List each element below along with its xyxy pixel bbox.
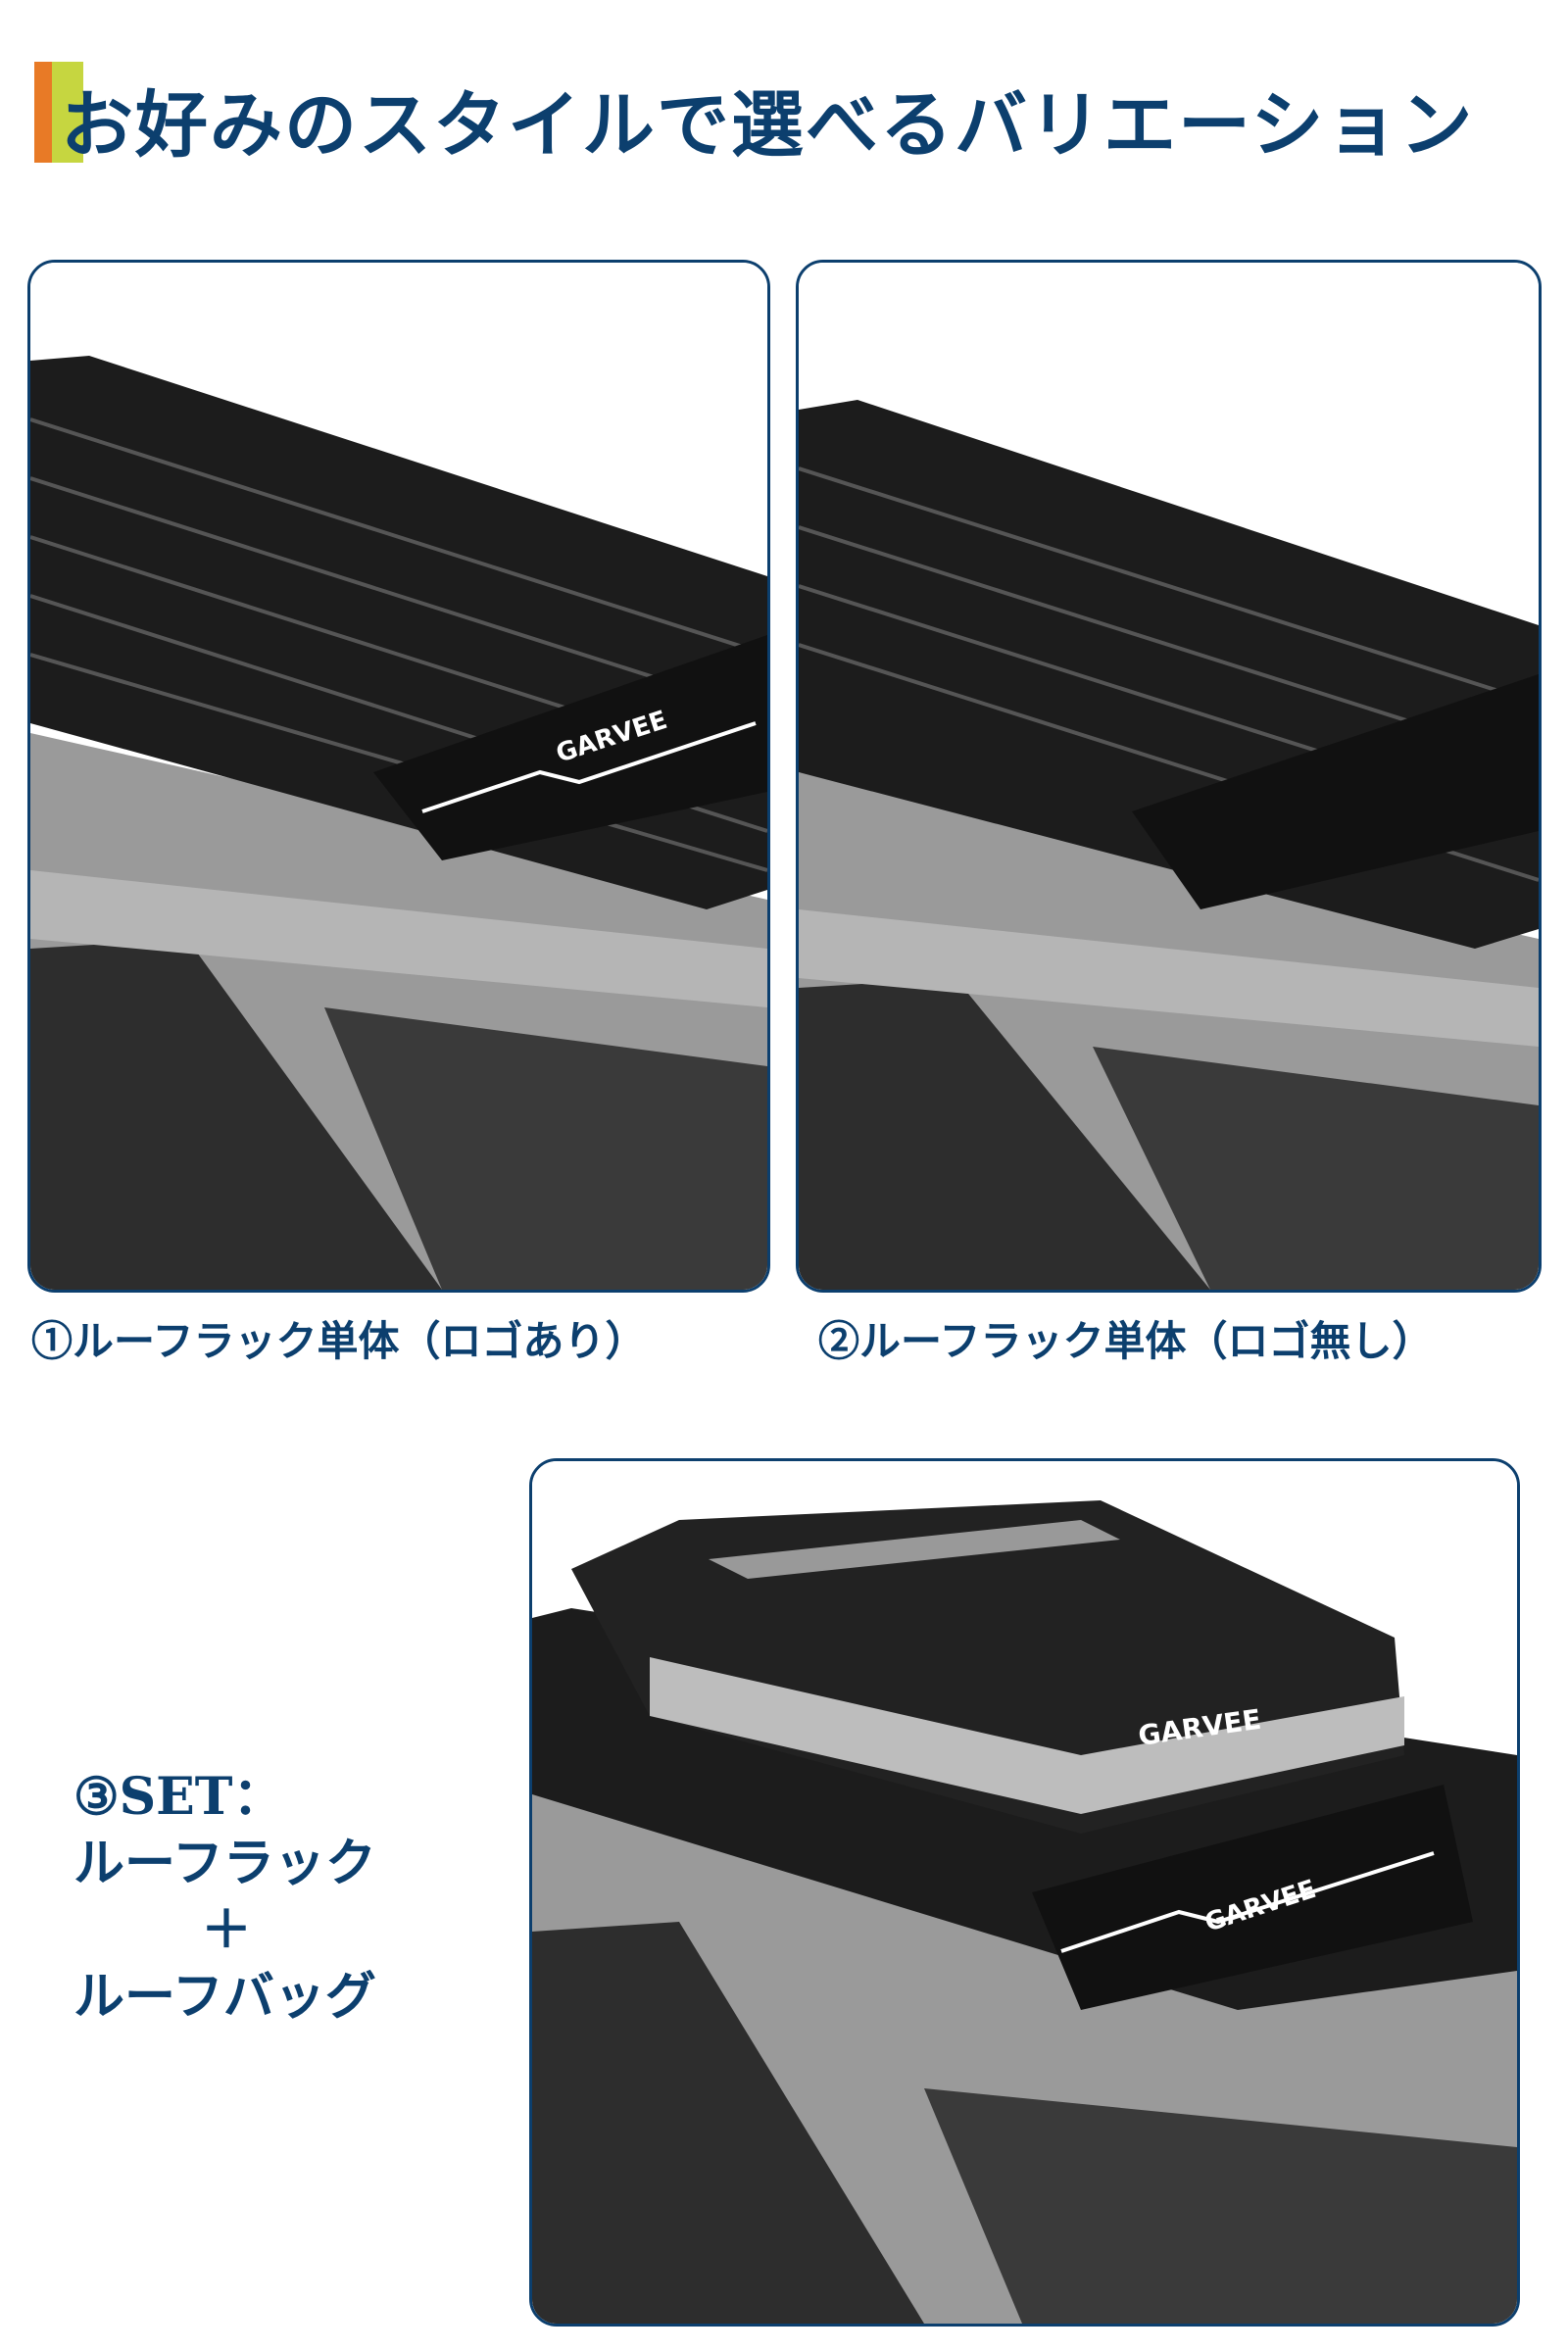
variant-2-label-wrap: ②ルーフラック単体（ロゴ無し）	[818, 1308, 1434, 1377]
variant-2-label: ②ルーフラック単体（ロゴ無し）	[818, 1317, 1434, 1365]
product-image-rack-with-logo: GARVEE	[27, 260, 770, 1293]
variant-3-label-line1: ③SET：	[74, 1767, 284, 1827]
product-image-rack-and-bag-set: GARVEE GARVEE	[529, 1458, 1520, 2327]
variant-3-label-line2: ルーフラック	[74, 1834, 376, 1893]
variant-1-label-wrap: ①ルーフラック単体（ロゴあり）	[31, 1308, 647, 1377]
variant-3-label-line4: ルーフバッグ	[74, 1967, 376, 2027]
variant-3-label: ③SET： ルーフラック ＋ ルーフバッグ	[74, 1764, 376, 2031]
variant-1-label: ①ルーフラック単体（ロゴあり）	[31, 1317, 647, 1365]
product-image-rack-no-logo	[796, 260, 1542, 1293]
title-accent-lime	[52, 62, 83, 163]
variant-3-label-plus: ＋	[201, 1900, 253, 1960]
title-accent-orange	[34, 62, 52, 163]
page-title: お好みのスタイルで選べるバリエーション	[61, 83, 1475, 168]
